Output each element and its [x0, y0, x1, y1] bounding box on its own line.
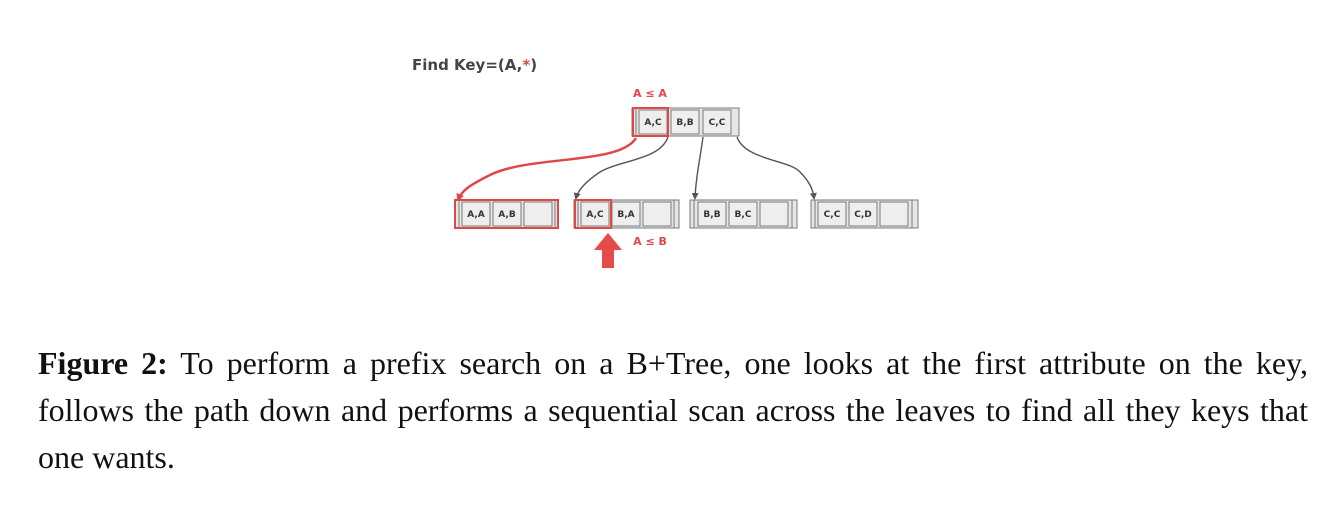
leaf-3-cell-3 — [759, 201, 789, 227]
leaf-1-cell-2 — [492, 201, 522, 227]
root-key-1-highlight — [632, 107, 669, 137]
caption-text: To perform a prefix search on a B+Tree, … — [38, 345, 1309, 475]
root-key-2: B,B — [676, 118, 693, 128]
leaf-4-key-1: C,C — [824, 210, 841, 220]
leaf-4-cell-2 — [848, 201, 878, 227]
edge-to-leaf-2 — [573, 136, 669, 200]
leaf-3-key-2: B,C — [735, 210, 752, 220]
leaf-3-cell-1 — [697, 201, 727, 227]
leaf-4-cell-1 — [817, 201, 847, 227]
leaf-2-key-1-highlight — [574, 199, 612, 229]
leaf-1-cell-1 — [461, 201, 491, 227]
root-key-cell-1 — [638, 109, 668, 135]
root-node: A,C B,B C,C — [631, 107, 740, 137]
leaf-2-cell-3 — [642, 201, 672, 227]
root-key-cell-3 — [702, 109, 732, 135]
find-key-wildcard: * — [522, 56, 530, 74]
leaf-2-key-1: A,C — [586, 210, 604, 220]
leaf-node-1: A,A A,B — [454, 199, 559, 229]
leaf-3-cell-2 — [728, 201, 758, 227]
scan-start-arrow-icon — [594, 233, 622, 268]
root-key-3: C,C — [709, 118, 726, 128]
leaf-node-3: B,B B,C — [689, 199, 798, 229]
leaf-4-key-2: C,D — [854, 210, 872, 220]
search-path-arrow — [456, 137, 638, 202]
root-key-cell-2 — [670, 109, 700, 135]
leaf-2-key-2: B,A — [617, 210, 634, 220]
caption-label: Figure 2: — [38, 345, 168, 381]
leaf-3-key-1: B,B — [703, 210, 720, 220]
leaf-2-cell-1 — [580, 201, 610, 227]
leaf-compare-label: A ≤ B — [633, 235, 667, 248]
btree-diagram: Find Key=(A,*) A ≤ A A,C B,B C,C A,A A,B — [412, 56, 919, 268]
edge-to-leaf-4 — [736, 136, 817, 200]
root-compare-label: A ≤ A — [633, 87, 667, 100]
find-key-prefix: Find Key=(A, — [412, 56, 522, 74]
leaf-1-key-2: A,B — [498, 210, 516, 220]
leaf-1-key-1: A,A — [467, 210, 485, 220]
find-key-suffix: ) — [530, 56, 537, 74]
leaf-4-cell-3 — [879, 201, 909, 227]
figure-caption: Figure 2: To perform a prefix search on … — [38, 340, 1308, 481]
find-key-label: Find Key=(A,*) — [412, 56, 537, 74]
edge-to-leaf-3 — [691, 136, 704, 200]
leaf-1-cell-3 — [523, 201, 553, 227]
leaf-2-cell-2 — [611, 201, 641, 227]
leaf-node-2: A,C B,A — [573, 199, 680, 229]
leaf-node-4: C,C C,D — [810, 199, 919, 229]
root-key-1: A,C — [644, 118, 662, 128]
